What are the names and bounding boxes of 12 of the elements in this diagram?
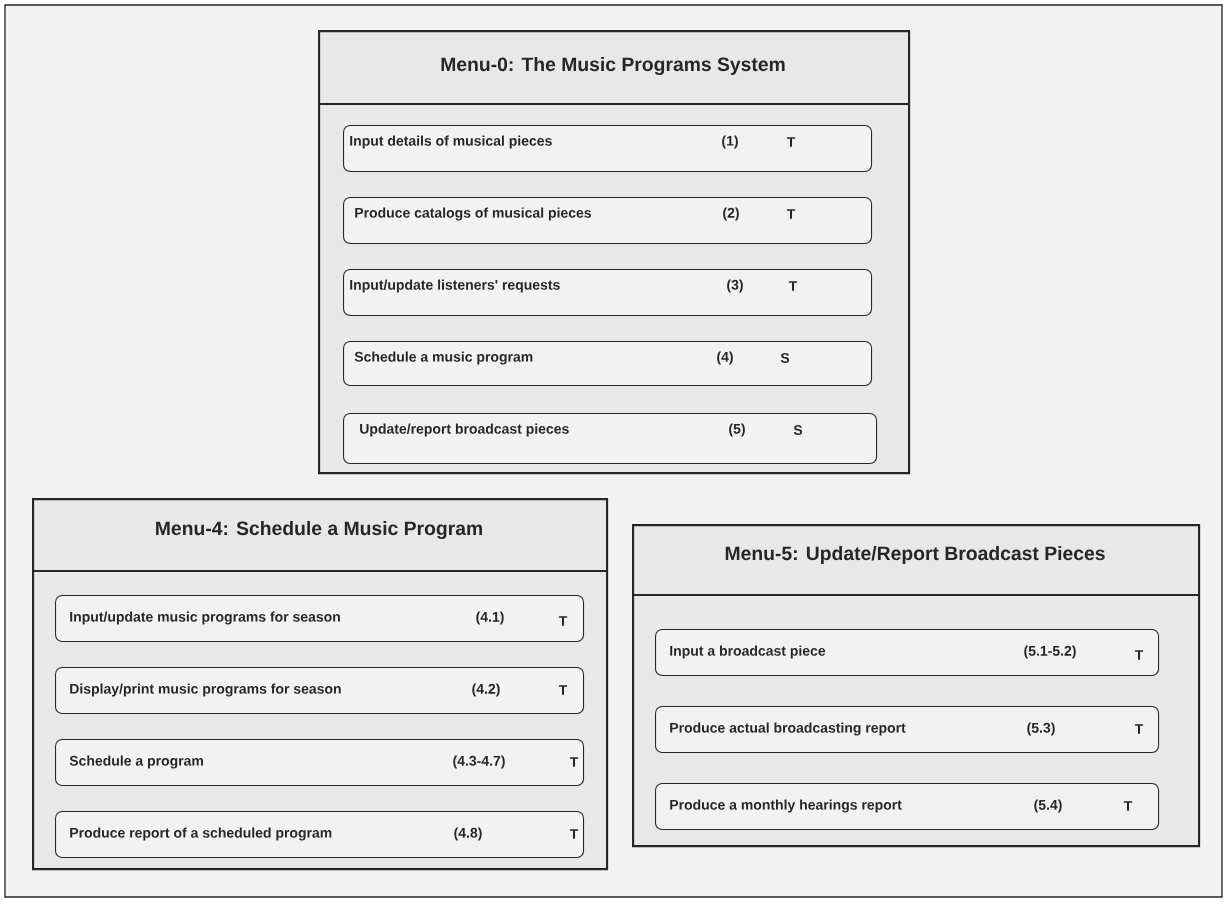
menu-item-box: Produce actual broadcasting report (5.3) T bbox=[655, 706, 1160, 754]
menu-item-box: Input/update listeners' requests (3) T bbox=[343, 269, 873, 317]
menu-item-box: Produce report of a scheduled program (4.8) T bbox=[55, 811, 585, 859]
menu-item-box: Schedule a music program (4) S bbox=[343, 341, 873, 387]
menu-item-box: Input/update music programs for season (4.1) T bbox=[55, 595, 585, 643]
menu-item-box: Input details of musical pieces (1) T bbox=[343, 125, 873, 173]
menu-item-box: Input a broadcast piece (5.1-5.2) T bbox=[655, 629, 1160, 677]
menu-item-box: Update/report broadcast pieces (5) S bbox=[343, 413, 878, 465]
menu-item-box: Produce a monthly hearings report (5.4) T bbox=[655, 783, 1160, 831]
menu-item-box: Schedule a program (4.3-4.7) T bbox=[55, 739, 585, 787]
menu-item-box: Display/print music programs for season (4.2) T bbox=[55, 667, 585, 715]
menu-item-box: Produce catalogs of musical pieces (2) T bbox=[343, 197, 873, 245]
